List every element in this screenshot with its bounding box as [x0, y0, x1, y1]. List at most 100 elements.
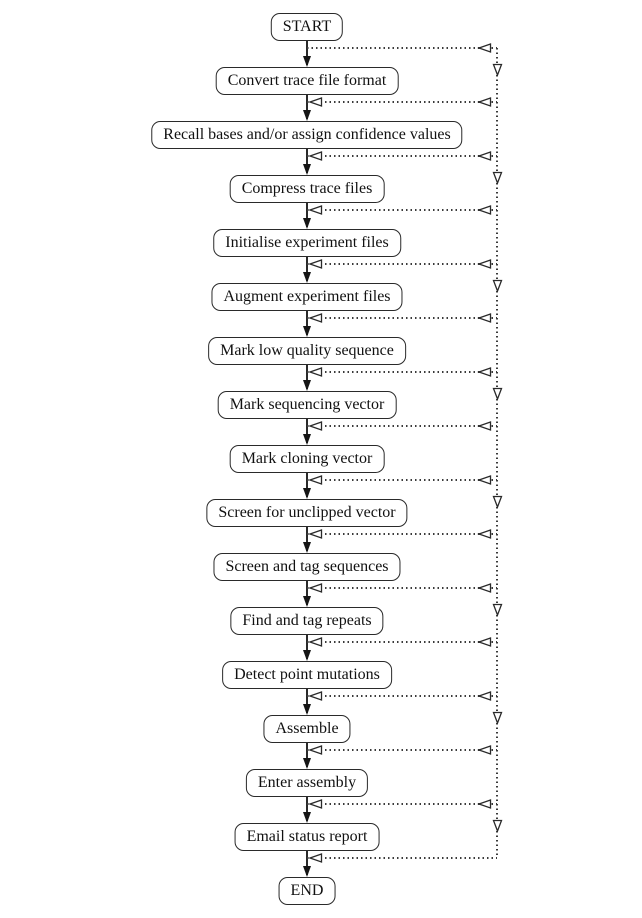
junction-skip-line: [307, 155, 497, 157]
junction-skip-line: [307, 695, 497, 697]
entry-arrowhead-icon: [308, 421, 323, 431]
down-arrowhead-icon: [302, 218, 311, 229]
down-arrowhead-icon: [302, 272, 311, 283]
down-arrowhead-icon: [302, 758, 311, 769]
rail-down-arrowhead-icon: [492, 63, 503, 77]
rail-end-arrowhead-icon: [477, 421, 492, 431]
rail-down-arrowhead-icon: [492, 819, 503, 833]
junction-skip-line: [307, 317, 497, 319]
rail-end-arrowhead-icon: [477, 583, 492, 593]
rail-down-arrowhead-icon: [492, 711, 503, 725]
entry-arrowhead-icon: [308, 97, 323, 107]
flow-node-start: START: [270, 13, 344, 41]
down-arrowhead-icon: [302, 704, 311, 715]
junction-skip-line: [307, 47, 497, 49]
down-arrowhead-icon: [302, 812, 311, 823]
flow-connector: [306, 311, 308, 335]
flow-node-detect-point-mutations: Detect point mutations: [222, 661, 392, 689]
flow-node-assemble: Assemble: [263, 715, 351, 743]
flow-node-initialise-experiment: Initialise experiment files: [213, 229, 401, 257]
flow-node-email-status-report: Email status report: [234, 823, 380, 851]
junction-skip-line: [307, 425, 497, 427]
flow-connector: [306, 797, 308, 821]
rail-end-arrowhead-icon: [477, 637, 492, 647]
skip-rail: [496, 48, 498, 858]
flow-node-recall-bases: Recall bases and/or assign confidence va…: [151, 121, 463, 149]
entry-arrowhead-icon: [308, 637, 323, 647]
rail-end-arrowhead-icon: [477, 529, 492, 539]
junction-skip-line: [307, 101, 497, 103]
down-arrowhead-icon: [302, 110, 311, 121]
rail-end-arrowhead-icon: [477, 691, 492, 701]
down-arrowhead-icon: [302, 488, 311, 499]
rail-end-arrowhead-icon: [477, 475, 492, 485]
flow-connector: [306, 635, 308, 659]
flow-node-augment-experiment: Augment experiment files: [211, 283, 403, 311]
entry-arrowhead-icon: [308, 205, 323, 215]
down-arrowhead-icon: [302, 326, 311, 337]
entry-arrowhead-icon: [308, 529, 323, 539]
flow-node-screen-and-tag: Screen and tag sequences: [213, 553, 401, 581]
flow-node-mark-low-quality: Mark low quality sequence: [208, 337, 406, 365]
rail-down-arrowhead-icon: [492, 495, 503, 509]
junction-skip-line: [307, 209, 497, 211]
entry-arrowhead-icon: [308, 151, 323, 161]
down-arrowhead-icon: [302, 434, 311, 445]
flow-connector: [306, 95, 308, 119]
rail-end-arrowhead-icon: [477, 151, 492, 161]
flow-connector: [306, 203, 308, 227]
flow-node-compress-trace-files: Compress trace files: [229, 175, 385, 203]
rail-end-arrowhead-icon: [477, 97, 492, 107]
junction-skip-line: [307, 803, 497, 805]
rail-down-arrowhead-icon: [492, 603, 503, 617]
down-arrowhead-icon: [302, 164, 311, 175]
entry-arrowhead-icon: [308, 745, 323, 755]
down-arrowhead-icon: [302, 596, 311, 607]
entry-arrowhead-icon: [308, 583, 323, 593]
flow-node-screen-unclipped: Screen for unclipped vector: [206, 499, 408, 527]
entry-arrowhead-icon: [308, 853, 323, 863]
rail-end-arrowhead-icon: [477, 367, 492, 377]
junction-skip-line: [307, 641, 497, 643]
junction-skip-line: [307, 587, 497, 589]
junction-skip-line: [307, 533, 497, 535]
rail-end-arrowhead-icon: [477, 799, 492, 809]
flow-node-find-tag-repeats: Find and tag repeats: [230, 607, 384, 635]
flow-connector: [306, 473, 308, 497]
junction-skip-line: [307, 857, 497, 859]
flow-connector: [306, 851, 308, 875]
rail-end-arrowhead-icon: [477, 313, 492, 323]
flow-connector: [306, 527, 308, 551]
rail-down-arrowhead-icon: [492, 171, 503, 185]
flow-connector: [306, 689, 308, 713]
down-arrowhead-icon: [302, 380, 311, 391]
down-arrowhead-icon: [302, 650, 311, 661]
rail-end-arrowhead-icon: [477, 259, 492, 269]
junction-skip-line: [307, 749, 497, 751]
junction-skip-line: [307, 371, 497, 373]
flow-connector: [306, 257, 308, 281]
flow-node-mark-sequencing-vector: Mark sequencing vector: [217, 391, 397, 419]
entry-arrowhead-icon: [308, 367, 323, 377]
flow-node-enter-assembly: Enter assembly: [245, 769, 369, 797]
flow-connector: [306, 41, 308, 65]
rail-end-arrowhead-icon: [477, 205, 492, 215]
flow-connector: [306, 365, 308, 389]
flow-connector: [306, 419, 308, 443]
entry-arrowhead-icon: [308, 313, 323, 323]
flow-node-convert-trace-format: Convert trace file format: [215, 67, 399, 95]
entry-arrowhead-icon: [308, 259, 323, 269]
flow-connector: [306, 581, 308, 605]
rail-down-arrowhead-icon: [492, 387, 503, 401]
rail-end-arrowhead-icon: [477, 745, 492, 755]
down-arrowhead-icon: [302, 542, 311, 553]
flow-node-mark-cloning-vector: Mark cloning vector: [229, 445, 385, 473]
rail-end-arrowhead-icon: [477, 43, 492, 53]
down-arrowhead-icon: [302, 866, 311, 877]
flow-node-end: END: [278, 877, 336, 905]
junction-skip-line: [307, 263, 497, 265]
flow-connector: [306, 743, 308, 767]
down-arrowhead-icon: [302, 56, 311, 67]
entry-arrowhead-icon: [308, 475, 323, 485]
